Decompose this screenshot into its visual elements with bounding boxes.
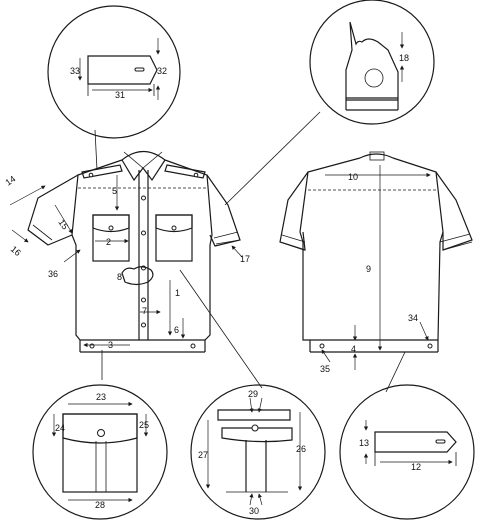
label-27: 27: [198, 450, 208, 460]
shirt-front-view: [9, 150, 243, 353]
back-view-labels: 10 9 4 34 35: [320, 172, 418, 374]
label-10: 10: [348, 172, 358, 182]
label-15: 15: [56, 217, 70, 231]
label-35: 35: [320, 364, 330, 374]
label-2: 2: [106, 237, 111, 247]
label-24: 24: [55, 423, 65, 433]
label-17: 17: [240, 254, 250, 264]
label-1: 1: [175, 288, 180, 298]
detail-pocket-labels: 23 24 25 28: [55, 392, 149, 510]
label-34: 34: [408, 313, 418, 323]
label-32: 32: [157, 66, 167, 76]
label-4: 4: [351, 344, 356, 354]
label-16: 16: [9, 244, 23, 258]
label-36: 36: [48, 269, 58, 279]
front-view-labels: 5 2 8 1 7 6 3 14 15 16 17 36: [3, 174, 250, 350]
detail-circle-collar: [309, 0, 435, 125]
label-18: 18: [399, 53, 409, 63]
label-7: 7: [142, 306, 147, 316]
detail-collar-labels: 18: [399, 53, 409, 63]
detail-placket-labels: 29 27 26 30: [198, 389, 306, 516]
detail-circle-pocket: [32, 384, 168, 520]
label-13: 13: [359, 438, 369, 448]
label-33: 33: [70, 66, 80, 76]
label-12: 12: [411, 462, 421, 472]
shirt-back-view: [279, 151, 473, 370]
detail-circle-placket: [190, 384, 326, 520]
label-30: 30: [249, 506, 259, 516]
label-3: 3: [108, 340, 113, 350]
label-5: 5: [112, 186, 117, 196]
label-23: 23: [96, 392, 106, 402]
detail-cuff-labels: 13 12: [359, 438, 421, 472]
label-26: 26: [296, 444, 306, 454]
detail-circle-epaulette: [47, 5, 181, 139]
label-9: 9: [366, 264, 371, 274]
label-14: 14: [3, 174, 17, 188]
connector-lines: [94, 111, 406, 393]
label-29: 29: [248, 389, 258, 399]
label-31: 31: [115, 90, 125, 100]
detail-epaulette-labels: 33 32 31: [70, 66, 167, 100]
detail-circle-cuff-tab: [339, 384, 475, 520]
label-6: 6: [174, 325, 179, 335]
label-25: 25: [139, 420, 149, 430]
label-8: 8: [117, 272, 122, 282]
label-28: 28: [95, 500, 105, 510]
